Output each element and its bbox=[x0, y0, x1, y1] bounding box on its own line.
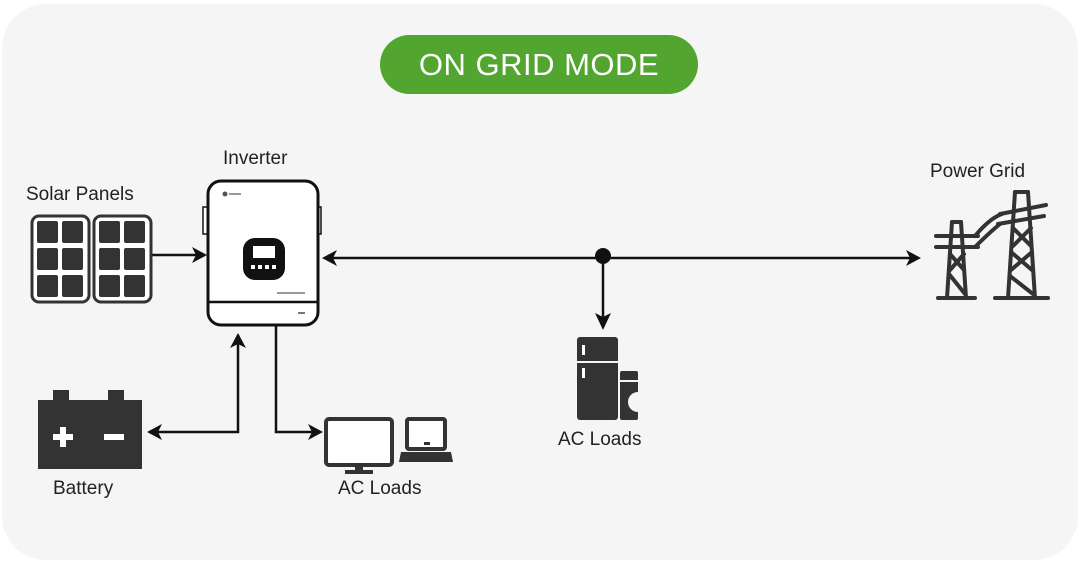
connector-inverter-to-battery bbox=[147, 333, 246, 440]
monitor-icon bbox=[324, 417, 394, 474]
washing-machine-icon bbox=[620, 371, 638, 420]
battery-icon bbox=[38, 390, 142, 469]
ac-loads-grid-label: AC Loads bbox=[558, 429, 642, 450]
inverter-icon bbox=[202, 179, 322, 327]
diagram-background bbox=[2, 4, 1078, 560]
battery-label: Battery bbox=[53, 478, 114, 499]
mode-badge: ON GRID MODE bbox=[380, 35, 698, 94]
transmission-tower-icon bbox=[934, 190, 1050, 300]
solar-panel-icon bbox=[92, 214, 153, 304]
inverter-label: Inverter bbox=[223, 148, 288, 169]
power-grid-label: Power Grid bbox=[930, 161, 1026, 182]
laptop-icon bbox=[399, 417, 453, 462]
connector-solar-to-inverter bbox=[152, 247, 207, 263]
solar-panels-label: Solar Panels bbox=[26, 184, 134, 205]
solar-panel-icon bbox=[30, 214, 91, 304]
refrigerator-icon bbox=[577, 337, 618, 420]
connector-inverter-to-ac-loads bbox=[274, 326, 323, 440]
ac-loads-local-label: AC Loads bbox=[338, 478, 422, 499]
connector-junction-to-ac-loads bbox=[595, 256, 611, 330]
connector-inverter-to-grid bbox=[322, 250, 921, 266]
